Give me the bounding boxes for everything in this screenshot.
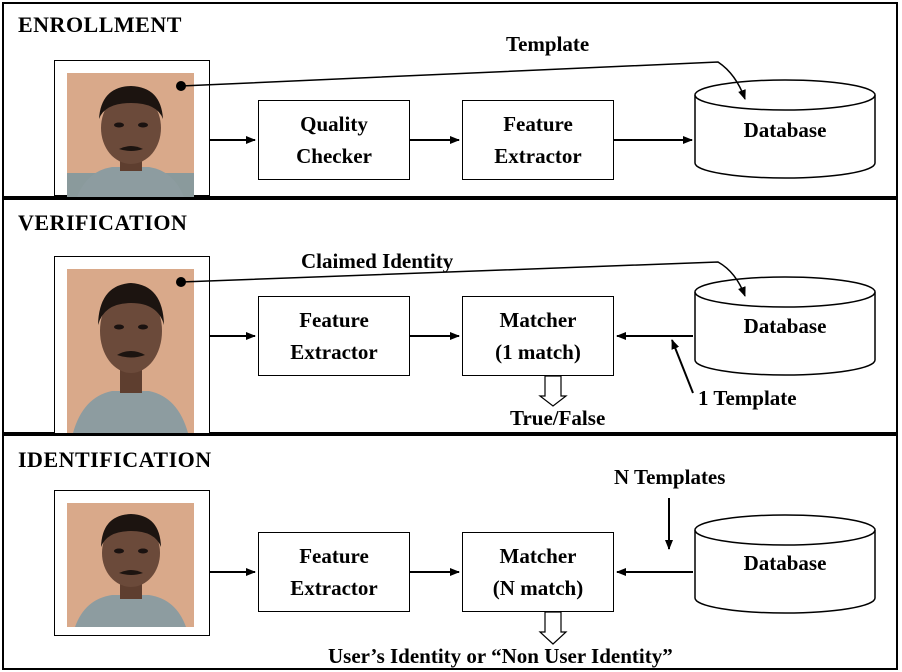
enroll-template-connector [180, 61, 746, 100]
verification-database-label: Database [744, 314, 827, 338]
verification-matcher-box: Matcher (1 match) [462, 296, 614, 376]
verify-claimed-connector [180, 261, 746, 297]
identification-matcher-line1: Matcher [499, 544, 577, 568]
identification-database-cylinder: Database [694, 514, 876, 614]
identification-database-label: Database [744, 551, 827, 575]
verify-one-template-pointer [671, 339, 694, 394]
identification-matcher-line2: (N match) [492, 576, 584, 600]
verification-database-cylinder: Database [694, 276, 876, 376]
verification-matcher-line1: Matcher [499, 308, 577, 332]
enrollment-feature-extractor-line1: Feature [503, 112, 573, 136]
verification-feature-extractor-line2: Extractor [290, 340, 378, 364]
enrollment-feature-extractor-line2: Extractor [494, 144, 582, 168]
identification-matcher-box: Matcher (N match) [462, 532, 614, 612]
quality-checker-box: Quality Checker [258, 100, 410, 180]
verification-matcher-line2: (1 match) [495, 340, 581, 364]
enrollment-face-photo [67, 73, 194, 197]
enrollment-database-cylinder: Database [694, 79, 876, 179]
true-false-label: True/False [510, 406, 606, 426]
verification-feature-extractor-line1: Feature [299, 308, 369, 332]
identification-title: IDENTIFICATION [18, 447, 212, 472]
verification-feature-extractor-box: Feature Extractor [258, 296, 410, 376]
verify-output-hollow-arrow [538, 375, 568, 407]
enrollment-title: ENROLLMENT [18, 12, 182, 37]
identification-feature-extractor-line2: Extractor [290, 576, 378, 600]
user-identity-label: User’s Identity or “Non User Identity” [328, 644, 673, 668]
quality-checker-line1: Quality [300, 112, 368, 136]
identify-output-hollow-arrow [538, 611, 568, 645]
one-template-label: 1 Template [698, 386, 797, 410]
identification-feature-extractor-line1: Feature [299, 544, 369, 568]
verification-face-photo [67, 269, 194, 433]
identification-face-photo [67, 503, 194, 627]
enrollment-database-label: Database [744, 118, 827, 142]
quality-checker-line2: Checker [296, 144, 372, 168]
enrollment-template-label: Template [506, 32, 590, 56]
identification-photo-frame [54, 490, 210, 636]
enrollment-photo-frame [54, 60, 210, 197]
claimed-identity-label: Claimed Identity [301, 249, 454, 273]
identification-feature-extractor-box: Feature Extractor [258, 532, 410, 612]
n-templates-label: N Templates [614, 465, 726, 489]
enrollment-feature-extractor-box: Feature Extractor [462, 100, 614, 180]
verification-title: VERIFICATION [18, 210, 188, 235]
